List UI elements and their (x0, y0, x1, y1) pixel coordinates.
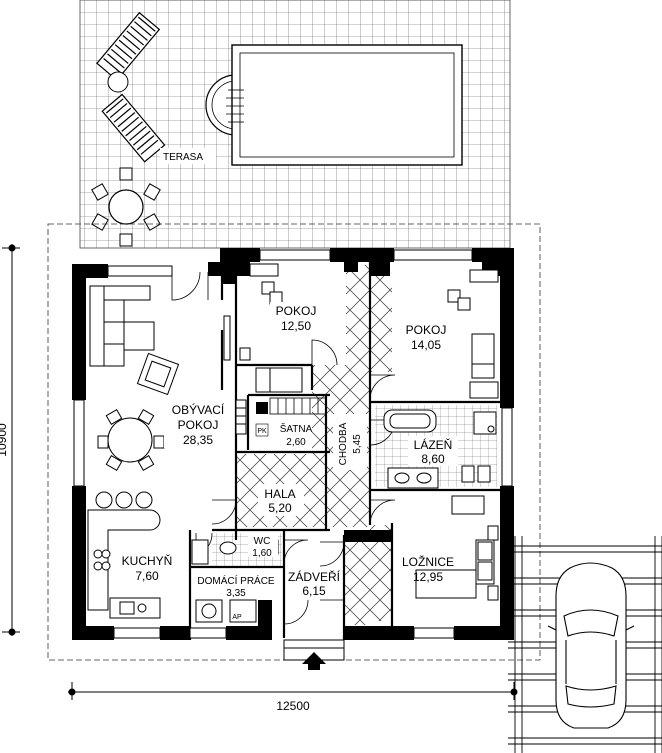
desk-2 (447, 269, 499, 399)
domaci-prace-area: 3,35 (226, 588, 246, 599)
tv-unit (223, 315, 231, 361)
ap-label: AP (232, 614, 242, 621)
satna-area: 2,60 (286, 437, 306, 448)
pool (205, 44, 463, 166)
arrow-up-icon (302, 652, 326, 670)
pokoj2-closet (370, 272, 392, 372)
chodba-area: 5,45 (352, 434, 363, 454)
armchair (136, 352, 180, 396)
wardrobe (235, 399, 247, 435)
terrace-table (91, 167, 161, 247)
pk-label: PK (257, 428, 267, 435)
entrance-steps (283, 639, 345, 670)
pokoj-area: 12,50 (281, 319, 311, 333)
height-value: 10900 (0, 423, 9, 457)
pokoj-closet (346, 265, 370, 365)
wc-name: WC (254, 536, 271, 547)
exterior-walls (72, 248, 514, 640)
chodba-name: CHODBA (338, 422, 349, 465)
pokoj-name: POKOJ (406, 323, 447, 337)
hala-area: 5,20 (268, 501, 292, 515)
terrace-label: TERASA (163, 152, 203, 163)
obyvaci-name-2: POKOJ (178, 418, 219, 432)
coffee-table (123, 321, 155, 351)
loznice-area: 12,95 (413, 570, 443, 584)
kuchyn-name: KUCHYŇ (122, 553, 173, 568)
kitchen-counter (87, 491, 161, 619)
fridge (191, 539, 209, 565)
entrance-corridor-floor (370, 525, 392, 621)
carport (508, 536, 662, 753)
wc-area: 1,60 (252, 548, 272, 559)
lazen-area: 8,60 (421, 452, 445, 466)
double-bed (415, 495, 499, 601)
desk-1 (239, 263, 303, 393)
satna-shelves (269, 397, 327, 415)
loznice-name: LOŽNICE (402, 554, 454, 569)
zadveri-area: 6,15 (302, 584, 326, 598)
height-dimension: 10900 (0, 244, 20, 636)
sun-lounger (101, 93, 166, 163)
pokoj-name: POKOJ (276, 304, 317, 318)
pokoj-area: 14,05 (411, 338, 441, 352)
zadveri-name: ZÁDVEŘÍ (288, 569, 341, 584)
lazen-name: LÁZEŇ (414, 437, 453, 452)
satna-name: ŠATNA (280, 422, 313, 435)
room-labels: POKOJ 12,50 POKOJ 14,05 OBÝVACÍ POKOJ 28… (122, 302, 458, 621)
sofa (89, 285, 151, 367)
dining-table (97, 408, 165, 472)
interior-walls (188, 262, 500, 640)
zadveri-floor (344, 535, 370, 625)
laundry (195, 599, 257, 623)
domaci-prace-name: DOMÁCÍ PRÁCE (197, 574, 275, 587)
obyvaci-name: OBÝVACÍ (172, 402, 225, 417)
side-table (107, 71, 129, 93)
width-value: 12500 (276, 699, 310, 713)
hala-name: HALA (264, 487, 295, 501)
obyvaci-area: 28,35 (183, 433, 213, 447)
windows (73, 249, 513, 639)
sun-lounger (96, 11, 161, 81)
width-dimension: 12500 (68, 682, 518, 713)
car-icon (547, 562, 635, 729)
bathroom-fixtures (383, 409, 497, 489)
kuchyn-area: 7,60 (135, 569, 159, 583)
